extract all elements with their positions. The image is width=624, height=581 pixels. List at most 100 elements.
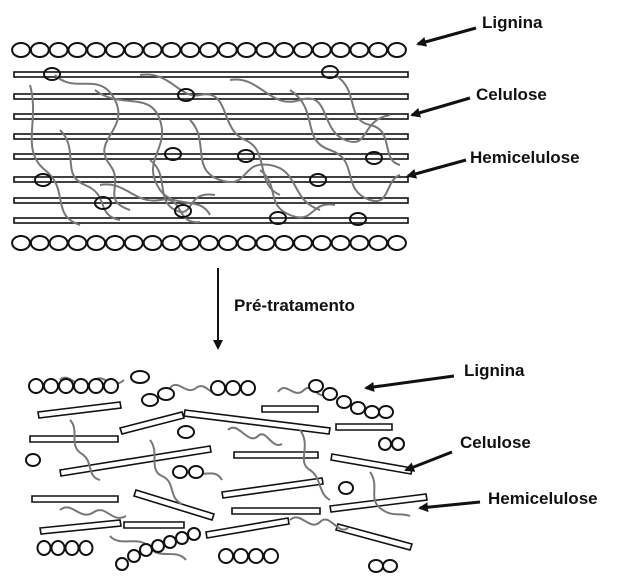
- lignin-unit: [337, 396, 351, 408]
- cellulose-fiber: [14, 198, 408, 203]
- lignin-unit: [106, 236, 124, 250]
- lignin-unit: [200, 43, 218, 57]
- lignin-unit: [38, 541, 51, 555]
- lignin-unit: [29, 379, 43, 393]
- lignin-unit: [12, 43, 30, 57]
- bottom-celulose-label: Celulose: [460, 433, 531, 452]
- lignin-unit: [241, 381, 255, 395]
- lignin-unit: [313, 236, 331, 250]
- lignin-unit: [219, 549, 233, 563]
- bottom-hemicelulose-label: Hemicelulose: [488, 489, 598, 508]
- pretreated-biomass: [26, 371, 427, 572]
- lignin-unit: [181, 236, 199, 250]
- lignin-unit: [89, 379, 103, 393]
- cellulose-fiber: [14, 134, 408, 139]
- bottom-lignina-arrow: [366, 376, 454, 388]
- lignin-unit: [50, 236, 68, 250]
- lignin-unit: [59, 379, 73, 393]
- lignin-unit: [106, 43, 124, 57]
- top-celulose-label: Celulose: [476, 85, 547, 104]
- lignin-unit: [31, 236, 49, 250]
- bottom-hemicelulose-arrow: [420, 502, 480, 508]
- lignin-unit: [234, 549, 248, 563]
- lignin-unit: [264, 549, 278, 563]
- lignina-arrow: [418, 28, 476, 44]
- lignin-unit: [125, 236, 143, 250]
- lignin-unit: [69, 236, 87, 250]
- intact-biomass: [12, 43, 408, 250]
- cellulose-fiber: [14, 72, 408, 77]
- top-hemicelulose-label: Hemicelulose: [470, 148, 580, 167]
- lignin-unit: [80, 541, 93, 555]
- lignin-unit: [332, 236, 350, 250]
- lignin-unit: [164, 536, 176, 548]
- lignin-unit: [144, 236, 162, 250]
- lignin-unit: [87, 43, 105, 57]
- cellulose-fiber: [14, 177, 408, 182]
- lignin-unit: [173, 466, 187, 478]
- lignin-unit: [158, 388, 174, 400]
- lignin-unit: [163, 236, 181, 250]
- lignin-unit: [369, 560, 383, 572]
- cellulose-fiber: [14, 154, 408, 159]
- lignin-unit: [104, 379, 118, 393]
- lignin-unit: [178, 426, 194, 438]
- lignin-chain-top: [12, 43, 406, 57]
- process-label: Pré-tratamento: [234, 296, 355, 315]
- lignin-unit: [351, 402, 365, 414]
- lignin-unit: [44, 379, 58, 393]
- cellulose-fiber: [14, 114, 408, 119]
- lignin-unit: [189, 466, 203, 478]
- lignin-unit: [144, 43, 162, 57]
- lignin-unit: [211, 381, 225, 395]
- lignin-unit: [131, 371, 149, 383]
- lignin-unit: [257, 236, 275, 250]
- lignin-unit: [332, 43, 350, 57]
- lignin-unit: [181, 43, 199, 57]
- hemicelulose-arrow: [408, 160, 466, 176]
- lignin-unit: [176, 532, 188, 544]
- lignin-unit: [365, 406, 379, 418]
- lignin-unit: [294, 43, 312, 57]
- lignin-unit: [388, 236, 406, 250]
- lignin-unit: [87, 236, 105, 250]
- lignin-unit: [275, 236, 293, 250]
- disrupted-cellulose-fibers: [30, 402, 427, 550]
- lignin-unit: [294, 236, 312, 250]
- lignin-unit: [31, 43, 49, 57]
- lignin-unit: [383, 560, 397, 572]
- lignin-unit: [369, 43, 387, 57]
- lignin-unit: [163, 43, 181, 57]
- lignin-unit: [238, 236, 256, 250]
- lignin-unit: [188, 528, 200, 540]
- lignin-unit: [74, 379, 88, 393]
- lignin-unit: [238, 43, 256, 57]
- celulose-arrow: [412, 98, 470, 115]
- lignin-unit: [140, 544, 152, 556]
- bottom-lignina-label: Lignina: [464, 361, 525, 380]
- lignin-chain-bottom: [12, 236, 406, 250]
- lignin-unit: [309, 380, 323, 392]
- lignin-unit: [26, 454, 40, 466]
- lignin-unit: [219, 43, 237, 57]
- lignin-unit: [392, 438, 404, 450]
- bottom-celulose-arrow: [406, 452, 452, 470]
- lignin-unit: [116, 558, 128, 570]
- lignin-unit: [323, 388, 337, 400]
- lignin-unit: [152, 540, 164, 552]
- lignin-unit: [219, 236, 237, 250]
- lignin-unit: [249, 549, 263, 563]
- lignin-unit: [50, 43, 68, 57]
- lignin-unit: [66, 541, 79, 555]
- lignin-unit: [69, 43, 87, 57]
- lignin-unit: [275, 43, 293, 57]
- lignin-unit: [226, 381, 240, 395]
- lignin-unit: [125, 43, 143, 57]
- lignin-unit: [128, 550, 140, 562]
- lignin-unit: [313, 43, 331, 57]
- lignin-unit: [257, 43, 275, 57]
- lignin-unit: [379, 406, 393, 418]
- lignin-unit: [379, 438, 391, 450]
- lignin-unit: [351, 236, 369, 250]
